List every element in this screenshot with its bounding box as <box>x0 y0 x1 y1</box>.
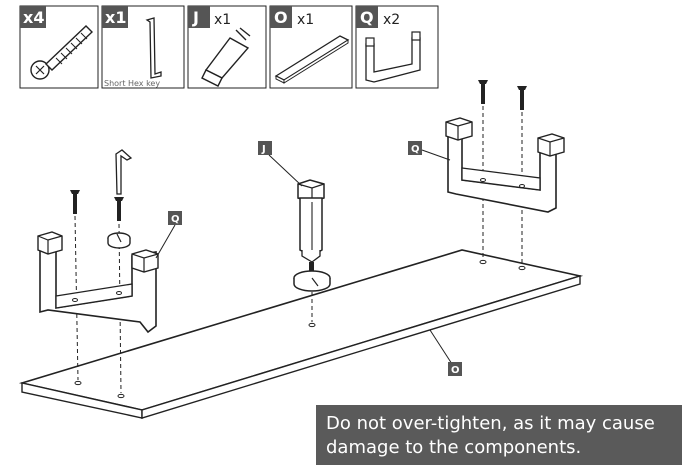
screw-icon <box>30 25 94 80</box>
warning-line-1: Do not over-tighten, as it may cause <box>326 413 655 434</box>
part-tag: Q <box>360 8 374 27</box>
part-tag: J <box>192 8 199 27</box>
part-tag: O <box>274 8 288 27</box>
callout-panel: O <box>429 329 462 376</box>
leg-icon <box>201 27 251 87</box>
callout-label: Q <box>171 214 180 225</box>
part-tag: x4 <box>23 8 44 27</box>
screw-icon <box>114 197 124 221</box>
hex-key-icon <box>115 149 133 195</box>
screw-icon <box>478 80 488 104</box>
part-tag: x1 <box>105 8 126 27</box>
parts-legend: x4 x1 Short Hex key J x1 <box>19 5 439 89</box>
part-count: x1 <box>214 12 231 28</box>
barrel-nut-icon <box>107 232 131 249</box>
panel-o <box>18 249 584 419</box>
bracket-icon <box>365 31 421 83</box>
warning-note: Do not over-tighten, as it may cause dam… <box>316 405 682 465</box>
screw-icon <box>70 190 80 214</box>
callout-label: Q <box>411 144 420 155</box>
part-hexkey-box: x1 Short Hex key <box>101 5 185 89</box>
panel-icon <box>274 35 350 84</box>
part-leg-box: J x1 <box>187 5 267 89</box>
hex-key-icon <box>145 17 162 79</box>
part-caption: Short Hex key <box>104 79 160 88</box>
warning-line-2: damage to the components. <box>326 437 581 458</box>
part-screw-box: x4 <box>19 5 99 89</box>
screw-icon <box>517 86 527 110</box>
part-count: x2 <box>383 12 400 28</box>
right-bracket-q <box>445 117 565 213</box>
part-bracket-box: Q x2 <box>355 5 439 89</box>
left-bracket-q <box>37 231 159 334</box>
part-count: x1 <box>297 12 314 28</box>
callout-right-bracket: Q <box>408 141 451 161</box>
part-panel-box: O x1 <box>269 5 353 89</box>
callout-left-bracket: Q <box>155 211 182 259</box>
callout-label: J <box>261 144 266 155</box>
leg-j <box>293 179 331 292</box>
callout-leg: J <box>258 141 303 187</box>
callout-label: O <box>451 365 460 376</box>
